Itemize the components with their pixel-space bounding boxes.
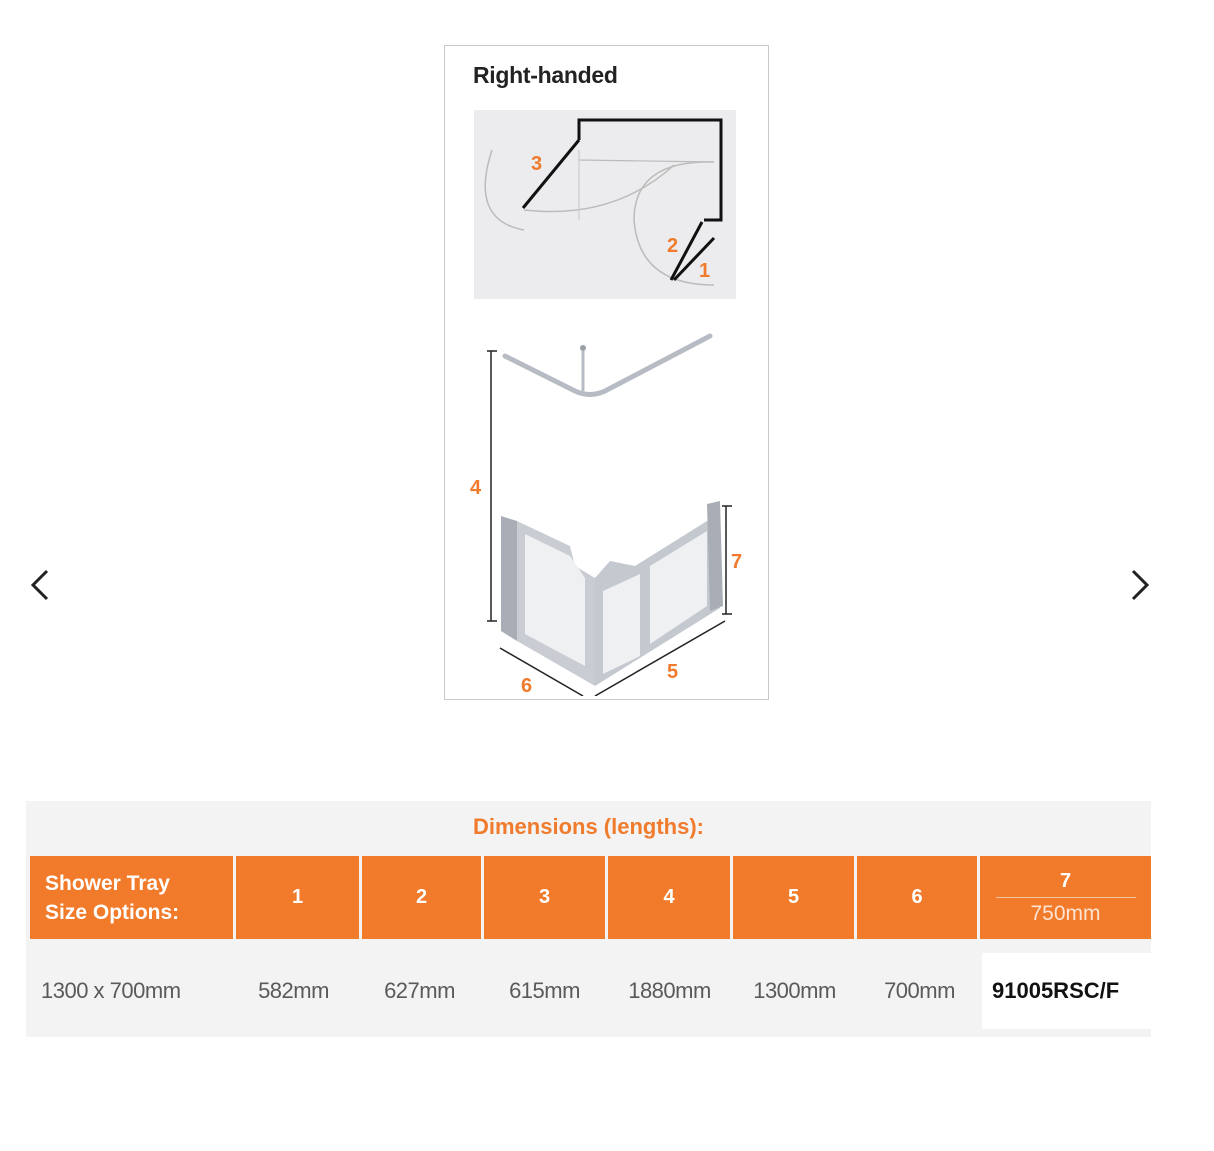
header-col-4: 4 xyxy=(608,856,730,939)
header-col-1: 1 xyxy=(236,856,359,939)
header-col-2: 2 xyxy=(362,856,481,939)
isometric-diagram: 4 7 6 5 xyxy=(445,316,770,697)
header-col-7-label: 7 xyxy=(1059,869,1072,892)
header-col-5: 5 xyxy=(733,856,854,939)
carousel-prev-button[interactable] xyxy=(18,563,62,607)
iso-label-7: 7 xyxy=(731,551,742,573)
dimensions-heading: Dimensions (lengths): xyxy=(472,814,704,839)
dimensions-table: Dimensions (lengths): Shower Tray Size O… xyxy=(26,801,1151,1037)
plan-label-1: 1 xyxy=(699,260,710,282)
chevron-left-icon xyxy=(30,569,49,601)
iso-label-5: 5 xyxy=(667,661,678,683)
card-title: Right-handed xyxy=(473,62,618,88)
plan-label-2: 2 xyxy=(667,235,678,257)
row-col-1: 582mm xyxy=(232,953,355,1029)
product-diagram-card: Right-handed 3 2 1 xyxy=(444,45,769,700)
row-col-2: 627mm xyxy=(359,953,480,1029)
plan-label-3: 3 xyxy=(531,153,542,175)
row-col-4: 1880mm xyxy=(609,953,730,1029)
row-col-7: 91005RSC/F xyxy=(982,953,1151,1029)
header-col-7-rule xyxy=(995,896,1136,898)
header-col-3: 3 xyxy=(484,856,605,939)
carousel-next-button[interactable] xyxy=(1118,563,1162,607)
header-col-6: 6 xyxy=(857,856,977,939)
plan-view-drawing: 3 2 1 xyxy=(484,118,723,286)
plan-view-diagram: 3 2 1 xyxy=(474,110,736,299)
row-size-value: 1300 x 700mm xyxy=(26,953,227,1029)
isometric-drawing: 4 7 6 5 xyxy=(470,333,742,697)
header-size-options: Shower Tray Size Options: xyxy=(30,856,233,939)
header-col-7: 7 750mm xyxy=(980,856,1151,939)
row-col-3: 615mm xyxy=(484,953,605,1029)
iso-label-6: 6 xyxy=(521,675,532,696)
row-col-6: 700mm xyxy=(859,953,980,1029)
header-col-7-value: 750mm xyxy=(1030,901,1101,925)
row-col-5: 1300mm xyxy=(734,953,855,1029)
chevron-right-icon xyxy=(1131,569,1150,601)
iso-label-4: 4 xyxy=(470,477,482,499)
